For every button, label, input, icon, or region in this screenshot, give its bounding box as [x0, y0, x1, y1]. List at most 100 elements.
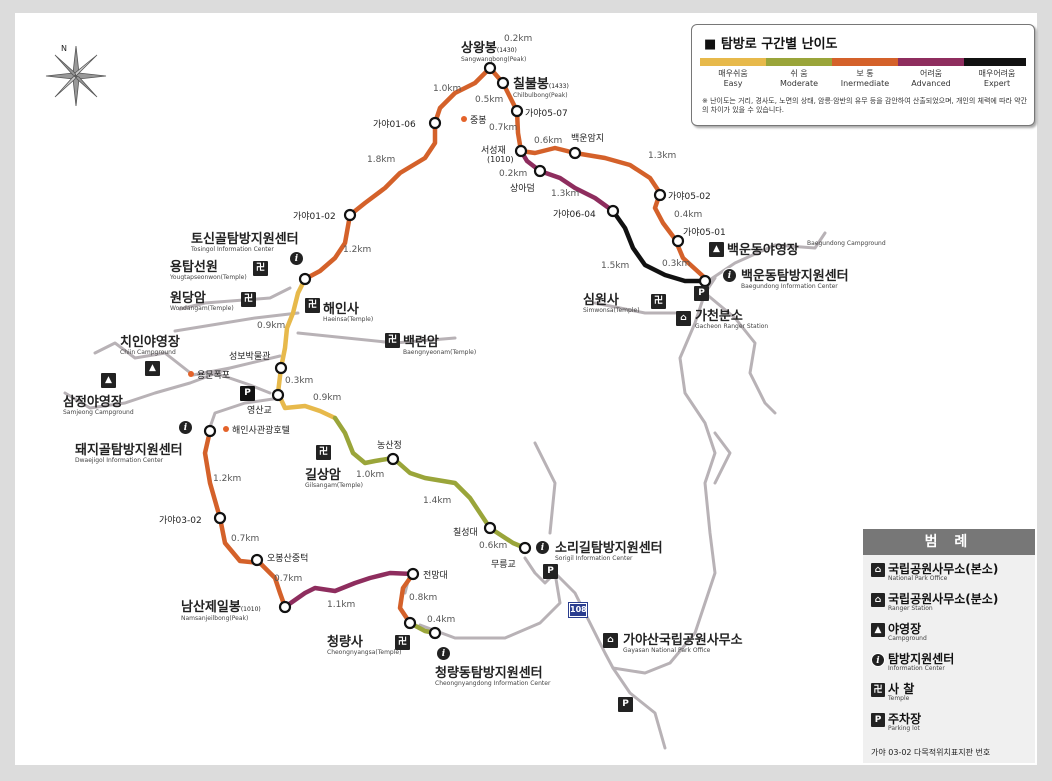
information-icon: i: [871, 653, 885, 667]
dist-23: 1.1km: [327, 600, 356, 610]
chiin-campground-icon: ▲: [145, 361, 160, 376]
marker-nongsanjeong: 농산정: [377, 441, 402, 451]
dist-14: 0.9km: [257, 321, 286, 331]
dist-8: 1.3km: [648, 151, 677, 161]
peak-chilbulbong: 칠불봉(1433) Chilbulbong(Peak): [513, 77, 569, 99]
level-bar-expert: [964, 58, 1026, 66]
legend-footnote: 가야 03-02 다목적위치표지판 번호: [871, 748, 991, 757]
difficulty-note: ※ 난이도는 거리, 경사도, 노면의 상태, 암릉·암반의 유무 등을 감안하…: [702, 97, 1028, 115]
difficulty-legend-title: ■ 탐방로 구간별 난이도: [704, 37, 838, 52]
peak-namsanjeilbong: 남산제일봉(1010) Namsanjeilbong(Peak): [181, 600, 261, 622]
cheongnyangdong-info-icon: i: [436, 646, 451, 661]
dwaejigol-info-icon: i: [178, 420, 193, 435]
marker-gaya-05-07: 가야05-07: [525, 109, 568, 119]
marker-sangadeom: 상아덤: [510, 184, 535, 194]
label-baegundong-campground-en: Baegundong Campground: [807, 240, 886, 247]
dist-3: 0.5km: [475, 95, 504, 105]
dist-2: 0.2km: [504, 34, 533, 44]
baegundong-info-icon: i: [722, 268, 737, 283]
level-bar-moderate: [766, 58, 832, 66]
dist-25: 0.4km: [427, 615, 456, 625]
yongtap-temple-icon: 卍: [253, 261, 268, 276]
dist-15: 0.3km: [285, 376, 314, 386]
baengnyeonam-temple-icon: 卍: [385, 333, 400, 348]
legend-row-office: ⌂국립공원사무소(본소)National Park Office: [871, 563, 998, 582]
peak-sangwangbong: 상왕봉(1430) Sangwangbong(Peak): [461, 41, 527, 63]
marker-gaya-03-02: 가야03-02: [159, 516, 202, 526]
dist-5: 1.8km: [367, 155, 396, 165]
haeinsa-temple-icon: 卍: [305, 298, 320, 313]
level-bar-advanced: [898, 58, 964, 66]
label-baegundong-campground: 백운동야영장: [727, 243, 799, 258]
waypoints: [203, 61, 712, 640]
haeinsa-parking-icon: P: [240, 386, 255, 401]
marker-seoseongjae-elevation: (1010): [487, 155, 514, 164]
marker-chilseongdae: 칠성대: [453, 528, 478, 538]
dist-20: 1.2km: [213, 474, 242, 484]
campground-icon: ▲: [871, 623, 885, 637]
marker-obongsan: 오봉산중턱: [267, 554, 309, 564]
baegundong-campground-icon: ▲: [709, 242, 724, 257]
symbol-legend: 범 례 ⌂국립공원사무소(본소)National Park Office ⌂국립…: [863, 529, 1035, 763]
ranger-station-icon: ⌂: [871, 593, 885, 607]
marker-gaya-05-02: 가야05-02: [668, 192, 711, 202]
temple-icon: 卍: [871, 683, 885, 697]
dist-12: 0.3km: [662, 259, 691, 269]
dist-16: 0.9km: [313, 393, 342, 403]
dist-1: 1.0km: [433, 84, 462, 94]
poi-haeinsa-hotel: 해인사관광호텔: [223, 423, 290, 436]
marker-gaya-05-01: 가야05-01: [683, 228, 726, 238]
samjeong-campground-icon: ▲: [101, 373, 116, 388]
marker-yeongsangyo: 영산교: [247, 406, 272, 416]
dist-11: 0.4km: [674, 210, 703, 220]
svg-text:N: N: [61, 44, 67, 53]
dist-6: 1.2km: [343, 245, 372, 255]
marker-seongbo-museum: 성보박물관: [229, 352, 271, 362]
gayasan-office-icon: ⌂: [603, 633, 618, 648]
tosingol-info-icon: i: [289, 251, 304, 266]
dist-19: 0.6km: [479, 541, 508, 551]
level-bar-intermediate: [832, 58, 898, 66]
simwonsa-temple-icon: 卍: [651, 294, 666, 309]
baegundong-parking-icon: P: [694, 286, 709, 301]
marker-seoseongjae: 서성재: [481, 146, 506, 156]
dist-24: 0.8km: [409, 593, 438, 603]
dist-22: 0.7km: [274, 574, 303, 584]
sorigil-parking-icon: P: [543, 564, 558, 579]
route-1084-sign: 1084: [568, 602, 592, 618]
national-park-office-icon: ⌂: [871, 563, 885, 577]
marker-mureunggyo: 무릉교: [491, 560, 516, 570]
gilsangam-temple-icon: 卍: [316, 445, 331, 460]
parking-icon: P: [871, 713, 885, 727]
dist-18: 1.4km: [423, 496, 452, 506]
level-bar-easy: [700, 58, 766, 66]
map-card: N 상왕봉(1430) Sangwangbong(Peak) 칠불봉(1433)…: [15, 13, 1037, 765]
dist-17: 1.0km: [356, 470, 385, 480]
marker-gaya-01-06: 가야01-06: [373, 120, 416, 130]
gacheon-ranger-icon: ⌂: [676, 311, 691, 326]
gayasan-parking-icon: P: [618, 697, 633, 712]
dist-4: 0.7km: [489, 123, 518, 133]
dist-13: 1.5km: [601, 261, 630, 271]
